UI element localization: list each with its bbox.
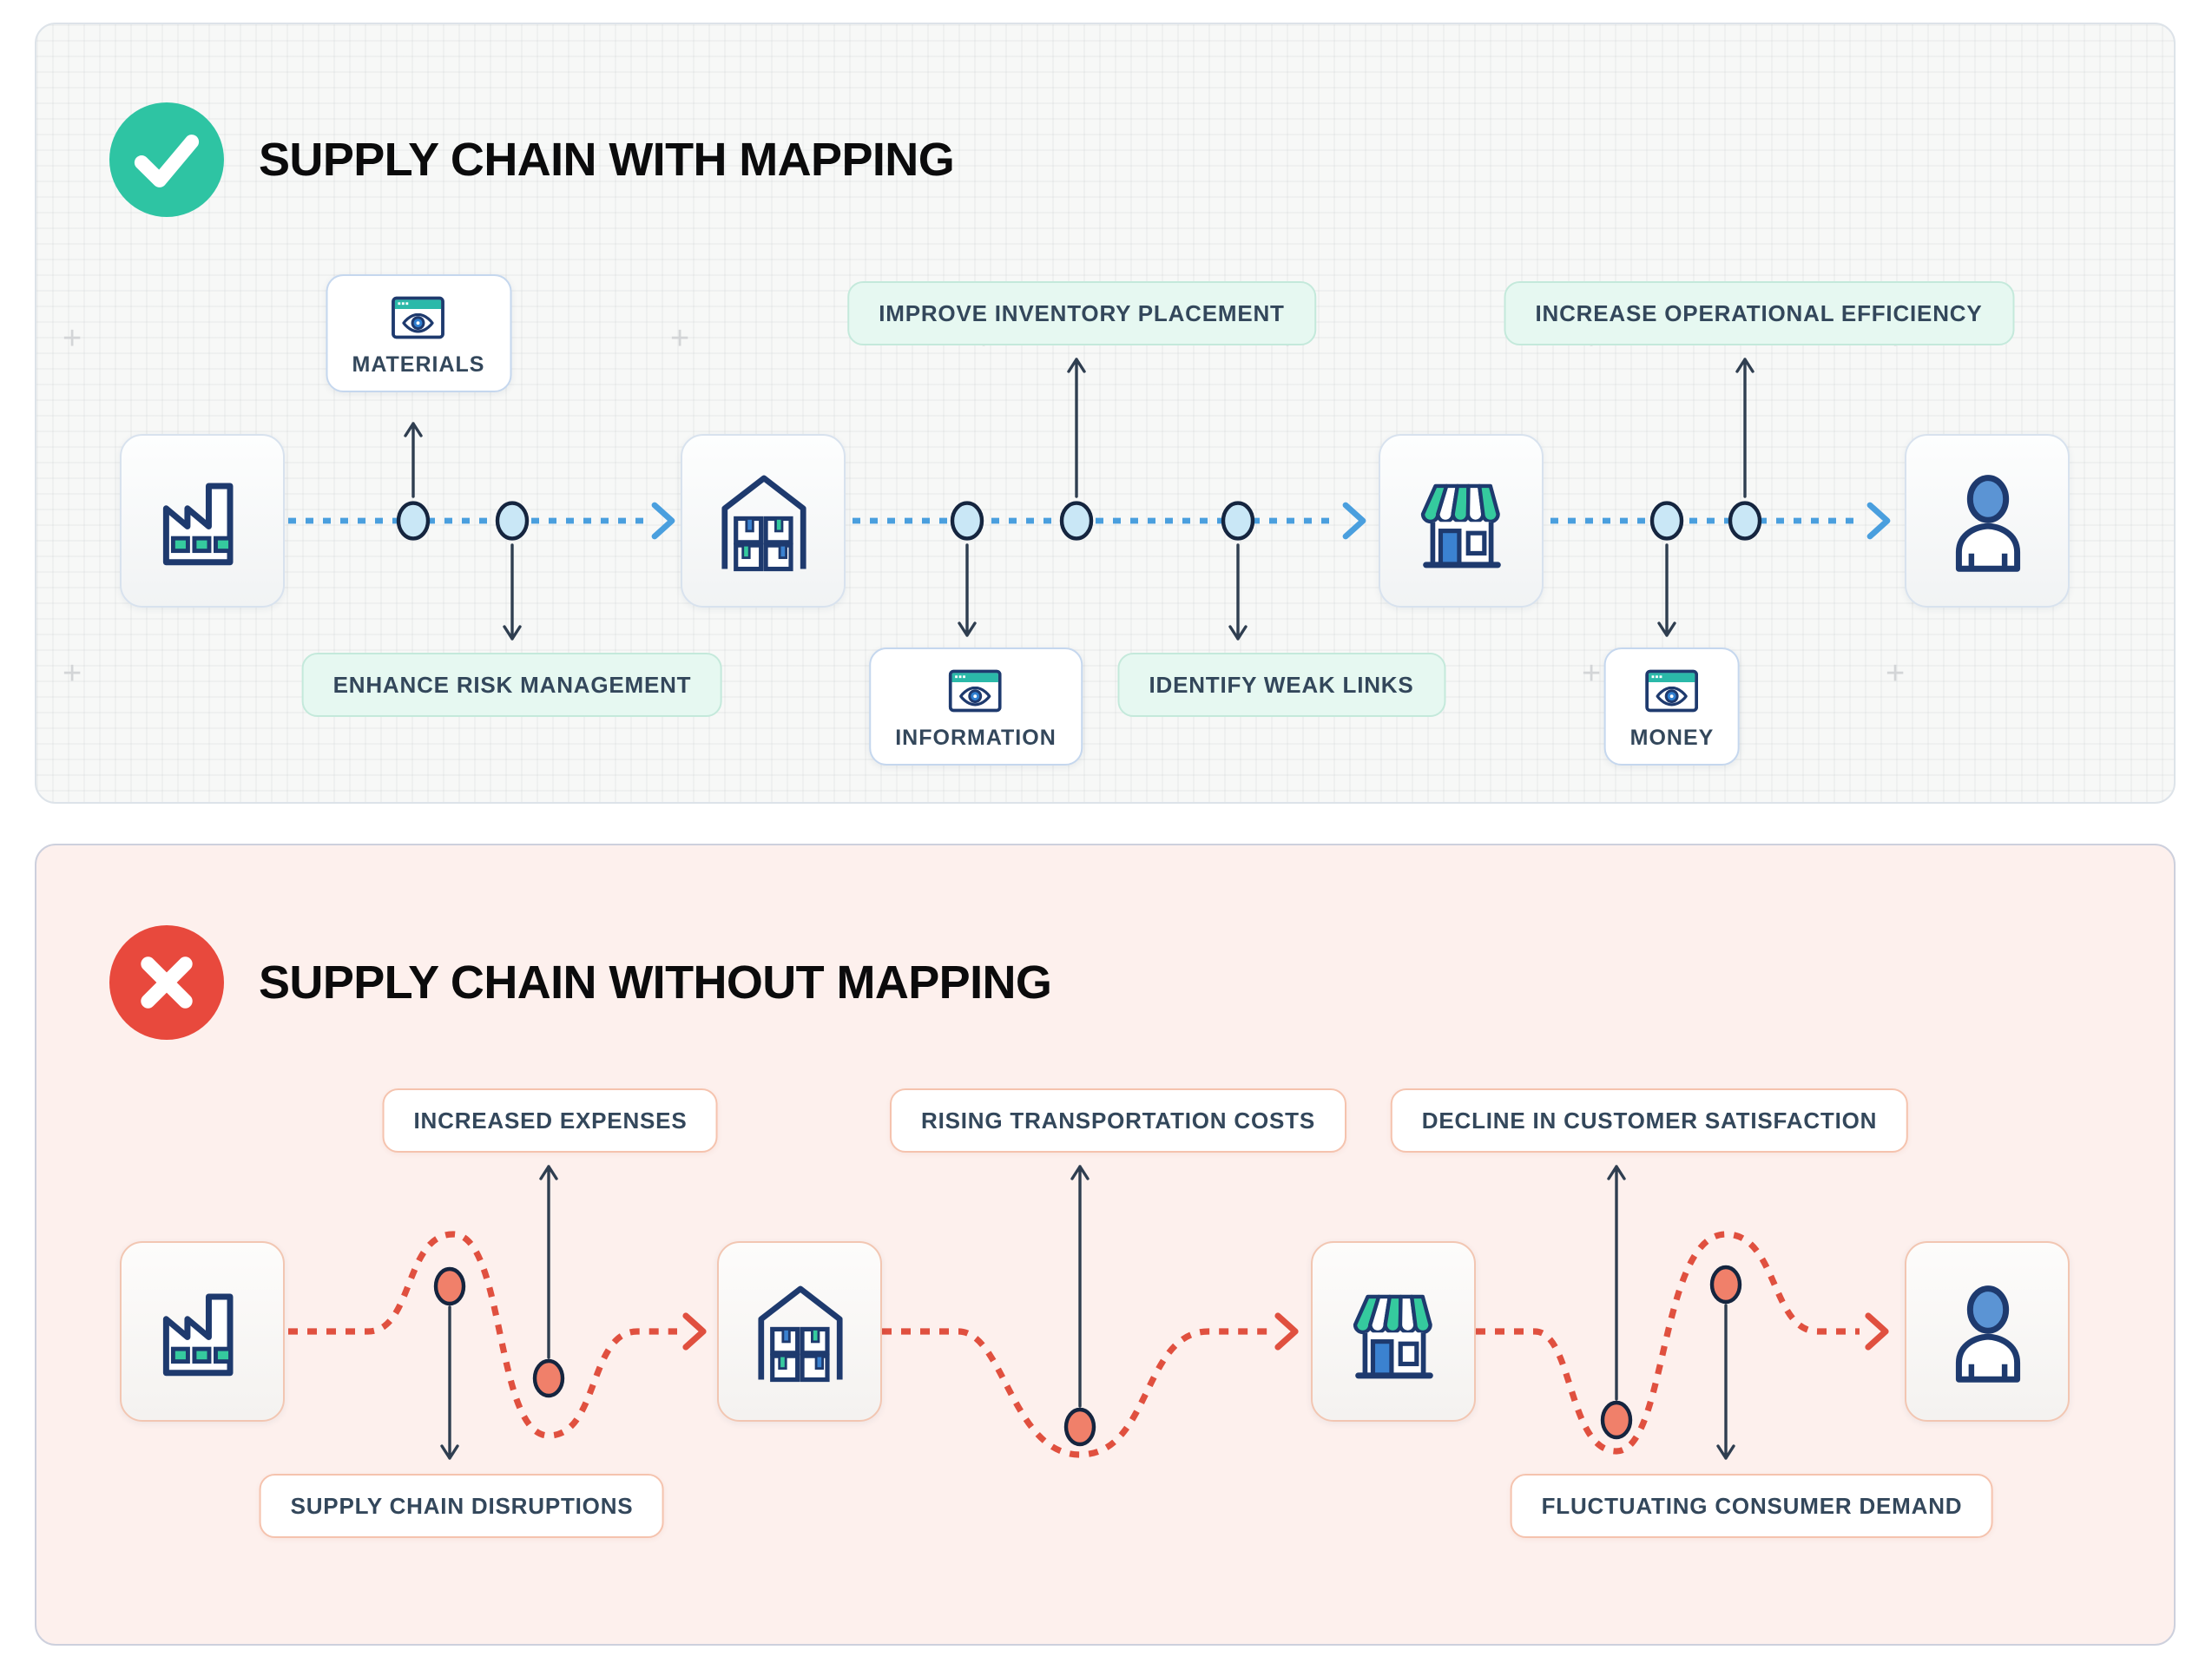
- store-icon: [1407, 467, 1515, 575]
- factory-icon: [148, 1278, 256, 1385]
- check-icon: [109, 102, 224, 217]
- improve-inventory-badge: IMPROVE INVENTORY PLACEMENT: [847, 281, 1316, 345]
- without-mapping-title: SUPPLY CHAIN WITHOUT MAPPING: [259, 956, 1052, 1008]
- factory-icon: [148, 467, 256, 575]
- identify-weak-links-badge: IDENTIFY WEAK LINKS: [1117, 653, 1445, 717]
- factory-card: [120, 1241, 285, 1422]
- materials-card: MATERIALS: [326, 274, 511, 392]
- money-card: MONEY: [1603, 647, 1741, 766]
- increase-efficiency-badge: INCREASE OPERATIONAL EFFICIENCY: [1504, 281, 2014, 345]
- customer-card: [1905, 434, 2070, 608]
- increased-expenses-badge: INCREASED EXPENSES: [382, 1088, 719, 1153]
- information-view-icon: [945, 665, 1007, 717]
- rising-transportation-costs-badge: RISING TRANSPORTATION COSTS: [890, 1088, 1346, 1153]
- store-card: [1311, 1241, 1476, 1422]
- supply-chain-disruptions-badge: SUPPLY CHAIN DISRUPTIONS: [259, 1474, 665, 1538]
- money-view-icon: [1641, 665, 1703, 717]
- cross-icon: [109, 925, 224, 1040]
- factory-card: [120, 434, 285, 608]
- warehouse-card: [717, 1241, 882, 1422]
- with-mapping-title: SUPPLY CHAIN WITH MAPPING: [259, 133, 955, 185]
- materials-label: MATERIALS: [352, 352, 485, 377]
- information-card: INFORMATION: [869, 647, 1083, 766]
- store-card: [1379, 434, 1544, 608]
- information-label: INFORMATION: [895, 726, 1057, 750]
- money-label: MONEY: [1629, 726, 1715, 750]
- enhance-risk-badge: ENHANCE RISK MANAGEMENT: [301, 653, 723, 717]
- warehouse-icon: [709, 467, 817, 575]
- customer-card: [1905, 1241, 2070, 1422]
- materials-view-icon: [387, 292, 450, 344]
- store-icon: [1340, 1278, 1447, 1385]
- warehouse-card: [681, 434, 846, 608]
- fluctuating-consumer-demand-badge: FLUCTUATING CONSUMER DEMAND: [1510, 1474, 1994, 1538]
- warehouse-icon: [746, 1278, 853, 1385]
- customer-icon: [1933, 467, 2041, 575]
- customer-icon: [1933, 1278, 2041, 1385]
- decline-customer-satisfaction-badge: DECLINE IN CUSTOMER SATISFACTION: [1390, 1088, 1909, 1153]
